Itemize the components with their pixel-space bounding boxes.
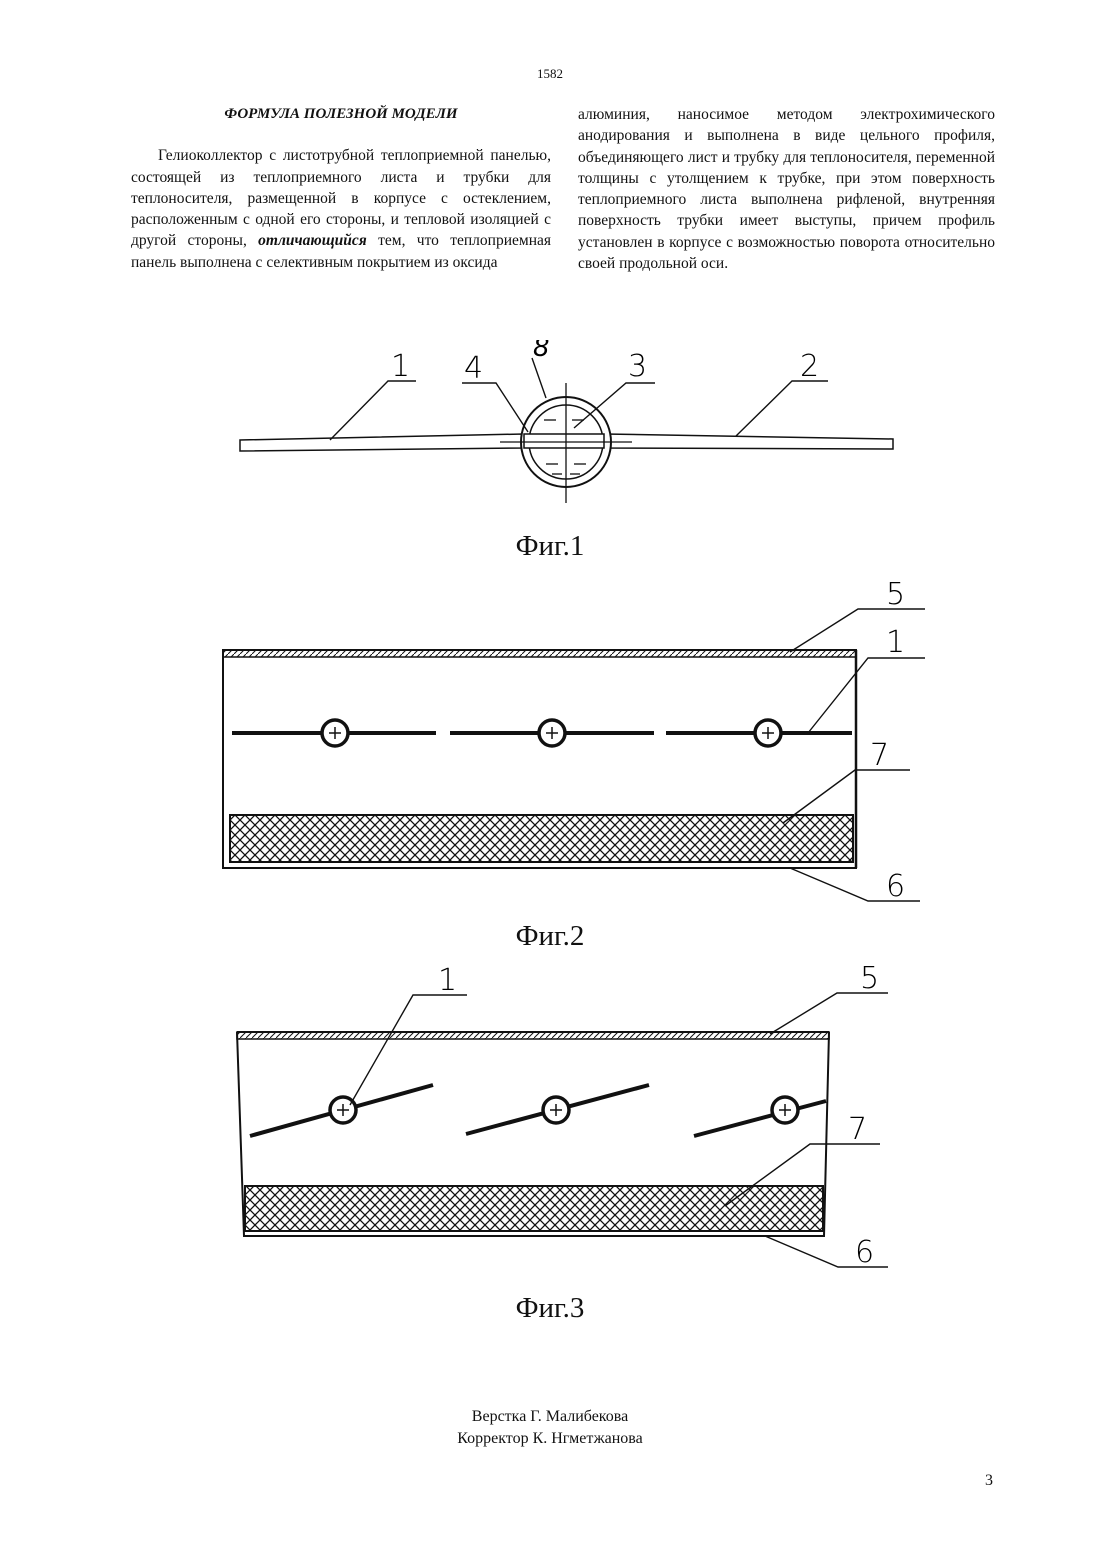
figure-1-drawing: 1 4 8 3 2 <box>0 340 1100 520</box>
fig1-leader-4 <box>462 383 528 432</box>
fig3-leader-1 <box>350 995 467 1105</box>
fig3-label-7: 7 <box>848 1112 867 1147</box>
fig1-tube-web <box>524 434 604 448</box>
fig3-label-5: 5 <box>860 961 879 996</box>
fig2-label-1: 1 <box>886 625 905 660</box>
fig2-label-5: 5 <box>886 577 905 612</box>
credits-block: Верстка Г. Малибекова Корректор К. Нгмет… <box>0 1406 1100 1450</box>
fig2-leader-1 <box>808 658 925 733</box>
page-number: 3 <box>985 1472 993 1490</box>
claim-column-right: алюминия, наносимое методом электрохимич… <box>578 104 995 274</box>
fig2-label-6: 6 <box>886 869 905 904</box>
fig1-label-8: 8 <box>533 340 550 363</box>
fig2-insulation <box>230 815 853 862</box>
fig1-leader-2 <box>736 381 828 436</box>
claim-text: Гелиоколлектор с листотрубной теплоприем… <box>131 145 551 273</box>
fig3-glazing <box>237 1032 829 1039</box>
fig1-label-4: 4 <box>464 351 483 386</box>
fig1-leader-8 <box>532 358 546 398</box>
fig3-leader-5 <box>770 993 888 1034</box>
patent-page-reference: 1582 <box>0 66 1100 82</box>
figure-3-drawing: 1 5 7 6 <box>0 955 1100 1280</box>
fig3-tubes <box>330 1097 798 1123</box>
credits-proofreader: Корректор К. Нгметжанова <box>0 1428 1100 1450</box>
figure-2-drawing: 5 1 7 6 <box>0 575 1100 905</box>
figure-3-caption: Фиг.3 <box>0 1292 1100 1325</box>
fig1-label-3: 3 <box>628 349 647 384</box>
fig3-label-1: 1 <box>438 963 457 998</box>
fig3-label-6: 6 <box>855 1235 874 1270</box>
credits-layout: Верстка Г. Малибекова <box>0 1406 1100 1428</box>
figure-2-caption: Фиг.2 <box>0 920 1100 953</box>
claim-text-emphasis: отличающийся <box>258 232 367 249</box>
figure-1-caption: Фиг.1 <box>0 530 1100 563</box>
fig2-label-7: 7 <box>870 738 889 773</box>
fig1-label-2: 2 <box>800 349 819 384</box>
fig2-glazing <box>223 650 856 657</box>
fig1-sheet-left <box>240 434 523 451</box>
fig1-leader-1 <box>330 381 416 440</box>
fig1-sheet-right <box>604 434 893 449</box>
fig3-insulation <box>245 1186 823 1231</box>
claim-title: ФОРМУЛА ПОЛЕЗНОЙ МОДЕЛИ <box>131 104 551 125</box>
fig1-label-1: 1 <box>391 349 410 384</box>
claim-column-left: ФОРМУЛА ПОЛЕЗНОЙ МОДЕЛИ Гелиоколлектор с… <box>131 104 551 273</box>
